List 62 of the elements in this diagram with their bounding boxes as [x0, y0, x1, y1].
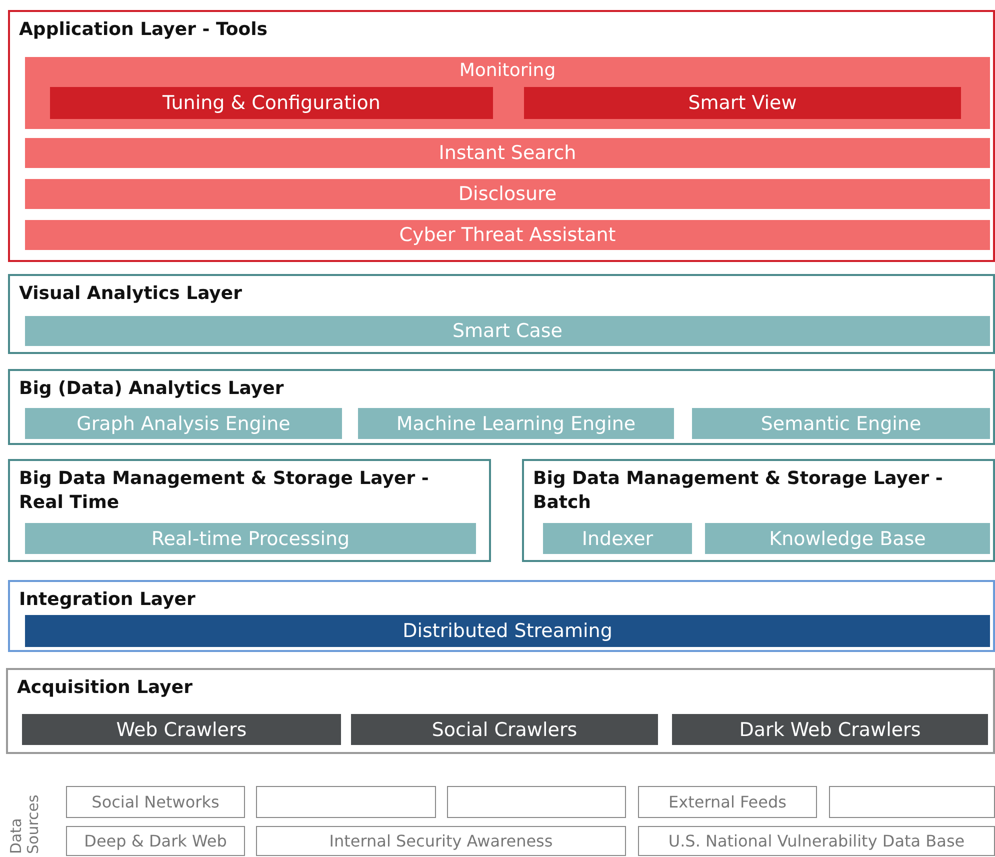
layer-title: Big Data Management & Storage Layer - Batch	[533, 467, 944, 515]
module-label: Tuning & Configuration	[162, 92, 382, 114]
side-label: Data Sources	[8, 794, 42, 854]
layer-title: Application Layer - Tools	[19, 18, 268, 42]
module-bar	[25, 138, 990, 168]
source-box	[256, 786, 436, 818]
layer-title: Big Data Management & Storage Layer - Real Time	[19, 467, 430, 515]
source-label: External Feeds	[668, 792, 788, 812]
module-label: Indexer	[580, 528, 654, 550]
source-box	[447, 786, 626, 818]
module-label: Cyber Threat Assistant	[398, 224, 617, 246]
layer-panel	[8, 580, 995, 652]
source-box	[66, 826, 245, 856]
source-label: Social Networks	[90, 792, 220, 812]
module-label: Instant Search	[438, 142, 578, 164]
module-bar	[25, 615, 990, 647]
module-bar	[50, 87, 493, 119]
layer-panel	[6, 668, 995, 754]
module-label: Social Crawlers	[430, 718, 578, 740]
source-box	[66, 786, 245, 818]
source-label: U.S. National Vulnerability Data Base	[667, 832, 966, 850]
source-box	[256, 826, 626, 856]
layer-panel	[8, 10, 995, 262]
source-box	[638, 786, 817, 818]
module-label: Disclosure	[457, 183, 558, 205]
module-label: Dark Web Crawlers	[738, 718, 922, 740]
module-label: Web Crawlers	[115, 718, 248, 740]
module-label: Real-time Processing	[150, 528, 351, 550]
module-label: Smart Case	[451, 320, 564, 342]
module-bar	[25, 220, 990, 250]
layer-panel	[8, 369, 995, 445]
layer-title: Integration Layer	[19, 588, 196, 612]
layer-title: Acquisition Layer	[17, 676, 194, 700]
layer-panel	[522, 459, 995, 562]
module-label: Machine Learning Engine	[395, 412, 637, 434]
module-label: Graph Analysis Engine	[76, 412, 292, 434]
layer-panel	[8, 459, 491, 562]
source-box	[829, 786, 995, 818]
module-bar	[25, 316, 990, 346]
module-label: Knowledge Base	[768, 528, 927, 550]
module-label: Smart View	[687, 92, 798, 114]
module-bar	[351, 714, 658, 745]
module-label: Semantic Engine	[760, 412, 922, 434]
module-bar	[25, 408, 342, 439]
module-bar	[705, 523, 990, 554]
module-label: Distributed Streaming	[402, 620, 614, 642]
source-box	[638, 826, 995, 856]
layer-panel	[8, 274, 995, 354]
source-label: Internal Security Awareness	[328, 832, 554, 850]
module-title: Monitoring	[458, 60, 557, 81]
module-bar	[692, 408, 990, 439]
layer-title: Visual Analytics Layer	[19, 282, 243, 306]
module-bar	[358, 408, 674, 439]
module-panel	[25, 57, 990, 129]
module-bar	[22, 714, 341, 745]
module-bar	[543, 523, 692, 554]
module-bar	[25, 179, 990, 209]
module-bar	[672, 714, 988, 745]
module-bar	[524, 87, 961, 119]
source-label: Deep & Dark Web	[83, 832, 228, 850]
module-bar	[25, 523, 476, 554]
layer-title: Big (Data) Analytics Layer	[19, 377, 285, 401]
